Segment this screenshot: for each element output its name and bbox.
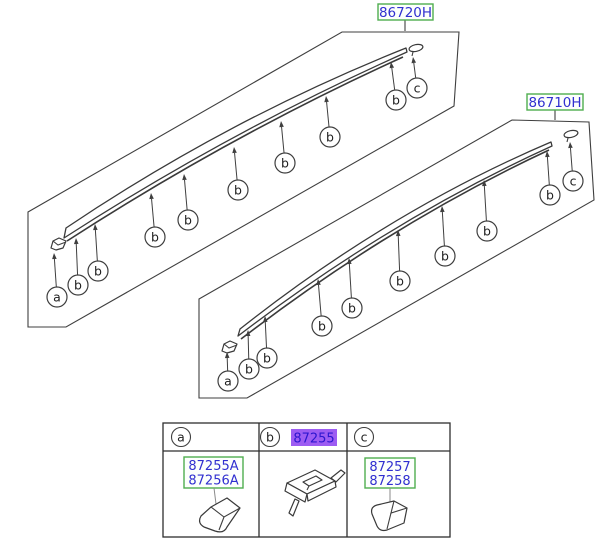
legend-header-b: b: [261, 428, 280, 447]
part-number-a-1[interactable]: 87255A: [188, 459, 238, 474]
callout-arrowhead: [568, 142, 573, 148]
legend-header-a: a: [172, 428, 191, 447]
legend-highlighted-part[interactable]: 87255: [291, 429, 337, 447]
callout-arrow: [54, 259, 56, 287]
legend-header-c-letter: c: [361, 430, 368, 445]
assembly2-label-text[interactable]: 86710H: [528, 95, 581, 111]
part-number-a-2[interactable]: 87256A: [188, 474, 238, 489]
callout-letter: b: [74, 278, 82, 293]
clip-c-drawing: [372, 501, 407, 531]
callout-arrow: [484, 186, 486, 221]
callout-arrow: [152, 199, 155, 227]
callout-arrow: [185, 180, 188, 210]
assembly1-label[interactable]: 86720H: [378, 4, 433, 21]
callout-letter: b: [263, 351, 271, 366]
callout-arrowhead: [74, 238, 79, 244]
callout-arrow: [349, 264, 351, 298]
callout-arrow: [414, 63, 416, 78]
part-number-c-2[interactable]: 87258: [369, 474, 410, 489]
callout-arrow: [95, 230, 97, 261]
clip-c2: [563, 129, 578, 142]
callout-arrow: [76, 244, 77, 275]
clip-a1: [51, 238, 66, 250]
legend-table: a b 87255 c 87255A 87256A: [163, 423, 450, 537]
callout-letter: b: [396, 274, 404, 289]
part-link-a[interactable]: 87255A 87256A: [184, 457, 243, 489]
clip-a-drawing: [200, 498, 240, 532]
callout-arrow: [570, 148, 572, 171]
callout-letter: b: [546, 188, 554, 203]
callout-letter: a: [53, 290, 61, 305]
callout-arrowhead: [149, 193, 154, 199]
legend-cell-c: 87257 87258: [365, 458, 415, 531]
callout-letter: b: [318, 319, 326, 334]
callout-arrow: [265, 322, 266, 348]
callout-arrow: [547, 157, 549, 185]
clip-b-drawing: [285, 470, 345, 516]
callout-letter: b: [441, 249, 449, 264]
callout-arrow: [398, 236, 399, 271]
callout-arrowhead: [93, 224, 98, 230]
callout-arrow: [282, 127, 284, 153]
callout-letter: b: [348, 301, 356, 316]
callout-letter: b: [483, 224, 491, 239]
callout-arrowhead: [324, 96, 329, 102]
callout-arrowhead: [440, 206, 445, 212]
moulding-strip-1-shade: [67, 57, 403, 241]
callout-arrowhead: [411, 57, 416, 63]
callout-arrow: [248, 336, 249, 359]
callout-arrowhead: [232, 147, 237, 153]
legend-cell-b: [285, 470, 345, 516]
legend-header-b-letter: b: [266, 430, 274, 445]
callout-arrow: [442, 212, 444, 246]
callout-letter: b: [94, 264, 102, 279]
part-link-c[interactable]: 87257 87258: [365, 458, 415, 489]
clip-a2: [222, 341, 237, 353]
callout-arrowhead: [182, 174, 187, 180]
legend-cell-a: 87255A 87256A: [184, 457, 243, 532]
callout-letter: b: [151, 230, 159, 245]
moulding-strip-2-shade: [241, 150, 549, 339]
callout-arrowhead: [52, 253, 57, 259]
callout-arrow: [327, 102, 329, 127]
callout-letter: c: [570, 174, 577, 189]
part-number-c-1[interactable]: 87257: [369, 460, 410, 475]
callout-letter: c: [414, 81, 421, 96]
callout-letter: b: [184, 213, 192, 228]
callout-letter: b: [234, 183, 242, 198]
assembly2-label[interactable]: 86710H: [527, 94, 583, 111]
assembly1-label-text[interactable]: 86720H: [379, 5, 432, 21]
legend-header-c: c: [355, 428, 374, 447]
clip-c1: [408, 43, 423, 56]
callout-arrow: [319, 285, 322, 316]
cell-a-leader: [214, 488, 216, 504]
callout-letter: b: [281, 156, 289, 171]
legend-header-a-letter: a: [177, 430, 185, 445]
callout-arrow: [392, 68, 395, 90]
callout-letter: a: [224, 374, 232, 389]
callout-letter: b: [245, 362, 253, 377]
callout-arrow: [235, 153, 237, 180]
callout-letter: b: [326, 130, 334, 145]
callout-arrowhead: [279, 121, 284, 127]
callout-letter: b: [392, 93, 400, 108]
highlighted-part-number[interactable]: 87255: [293, 432, 334, 447]
